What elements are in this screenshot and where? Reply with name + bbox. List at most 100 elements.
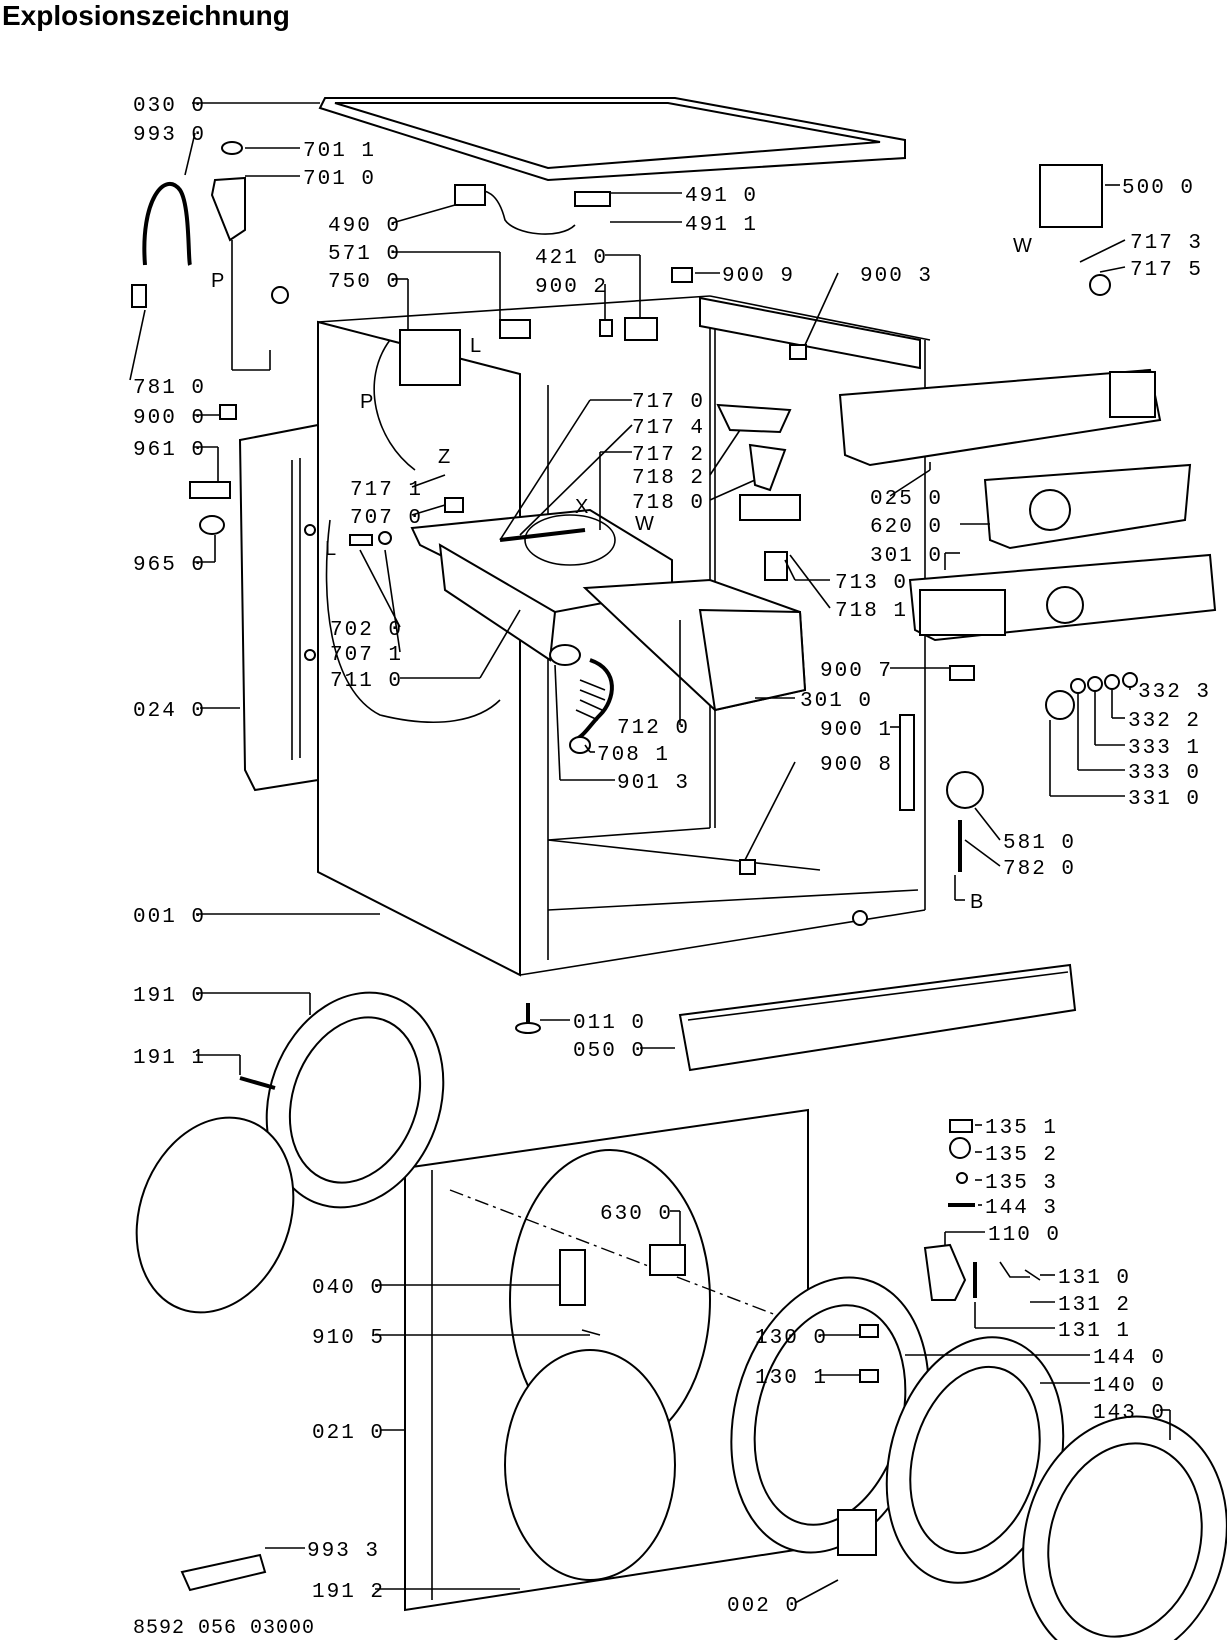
part-label: 143 0 <box>1093 1402 1166 1425</box>
part-label: 717 5 <box>1130 259 1203 282</box>
part-label: 781 0 <box>133 377 206 400</box>
part-label: 333 1 <box>1128 737 1201 760</box>
part-label: 620 0 <box>870 516 943 539</box>
part-label: 900 8 <box>820 754 893 777</box>
part-label: 717 0 <box>632 391 705 414</box>
part-label: 901 3 <box>617 772 690 795</box>
control-panel-drawings <box>838 368 1217 720</box>
part-label: 711 0 <box>330 670 403 693</box>
part-label: 702 0 <box>330 619 403 642</box>
marker-letter: Z <box>438 446 450 468</box>
part-label: 191 1 <box>133 1047 206 1070</box>
part-label: 131 0 <box>1058 1267 1131 1290</box>
part-label: 630 0 <box>600 1203 673 1226</box>
part-label: 011 0 <box>573 1012 646 1035</box>
door-drawing <box>730 1276 1227 1640</box>
part-label: 191 0 <box>133 985 206 1008</box>
part-label: 491 0 <box>685 185 758 208</box>
part-label: 135 1 <box>985 1117 1058 1140</box>
part-label: 717 3 <box>1130 232 1203 255</box>
part-label: 993 3 <box>307 1540 380 1563</box>
leader-lines <box>129 102 1171 1604</box>
marker-letter: W <box>635 513 654 535</box>
marker-letter: L <box>470 335 481 357</box>
front-panel-drawing <box>404 1108 1051 1612</box>
marker-letter: L <box>325 538 336 560</box>
part-label: 135 2 <box>985 1144 1058 1167</box>
part-label: 332 2 <box>1128 710 1201 733</box>
part-label: 140 0 <box>1093 1375 1166 1398</box>
part-label: 332 3 <box>1138 681 1211 704</box>
part-label: 301 0 <box>800 690 873 713</box>
part-label: 718 1 <box>835 600 908 623</box>
part-label: 040 0 <box>312 1277 385 1300</box>
part-label: 707 1 <box>330 644 403 667</box>
part-label: 900 2 <box>535 276 608 299</box>
part-label: 130 0 <box>755 1327 828 1350</box>
part-label: 333 0 <box>1128 762 1201 785</box>
page-title: Explosionszeichnung <box>2 0 290 31</box>
part-label: 708 1 <box>597 744 670 767</box>
part-label: 707 0 <box>350 507 423 530</box>
part-label: 130 1 <box>755 1367 828 1390</box>
part-label: 144 0 <box>1093 1347 1166 1370</box>
part-label: 900 7 <box>820 660 893 683</box>
part-label: 900 1 <box>820 719 893 742</box>
part-label: 135 3 <box>985 1172 1058 1195</box>
part-label: 025 0 <box>870 488 943 511</box>
part-label: 131 2 <box>1058 1294 1131 1317</box>
part-label: 900 3 <box>860 265 933 288</box>
part-label: 571 0 <box>328 243 401 266</box>
part-label: 993 0 <box>133 124 206 147</box>
marker-letter: P <box>211 270 224 292</box>
part-label: 421 0 <box>535 247 608 270</box>
part-label: 712 0 <box>617 717 690 740</box>
door-seal-drawing <box>135 991 445 1314</box>
part-label: 301 0 <box>870 545 943 568</box>
part-label: 581 0 <box>1003 832 1076 855</box>
part-label: 900 9 <box>722 265 795 288</box>
part-label: 001 0 <box>133 906 206 929</box>
cabinet-body-drawing <box>317 295 931 977</box>
part-label: 900 0 <box>133 407 206 430</box>
marker-letter: X <box>575 496 588 518</box>
back-panel-drawing <box>238 423 319 792</box>
part-label: 750 0 <box>328 271 401 294</box>
part-label: 491 1 <box>685 214 758 237</box>
part-label: 331 0 <box>1128 788 1201 811</box>
part-label: 002 0 <box>727 1595 800 1618</box>
part-labels: 030 0 993 0 701 1 701 0 491 0 490 0 491 … <box>133 95 1211 1618</box>
part-label: 965 0 <box>133 554 206 577</box>
part-label: 701 1 <box>303 140 376 163</box>
marker-letter: P <box>360 391 373 413</box>
part-label: 717 1 <box>350 479 423 502</box>
kick-plate-drawing <box>678 963 1077 1072</box>
part-label: 718 2 <box>632 467 705 490</box>
cabinet-top-drawing <box>318 97 906 182</box>
part-label: 717 4 <box>632 417 705 440</box>
marker-letter: B <box>970 891 983 913</box>
part-label: 910 5 <box>312 1327 385 1350</box>
part-label: 490 0 <box>328 215 401 238</box>
part-label: 110 0 <box>988 1224 1061 1247</box>
part-label: 144 3 <box>985 1197 1058 1220</box>
footer-code: 8592 056 03000 <box>133 1617 315 1640</box>
part-label: 717 2 <box>632 444 705 467</box>
letter-markers: P P L L Z X W W B <box>211 235 1032 913</box>
part-label: 131 1 <box>1058 1320 1131 1343</box>
detergent-drawer-drawing <box>410 508 807 712</box>
small-parts-drawings <box>131 141 1138 1592</box>
part-label: 961 0 <box>133 439 206 462</box>
hose-drawing <box>549 644 614 754</box>
part-label: 782 0 <box>1003 858 1076 881</box>
part-label: 024 0 <box>133 700 206 723</box>
marker-letter: W <box>1013 235 1032 257</box>
part-label: 021 0 <box>312 1422 385 1445</box>
part-label: 701 0 <box>303 168 376 191</box>
part-label: 713 0 <box>835 572 908 595</box>
part-label: 030 0 <box>133 95 206 118</box>
part-label: 718 0 <box>632 492 705 515</box>
part-label: 191 2 <box>312 1581 385 1604</box>
part-label: 500 0 <box>1122 177 1195 200</box>
